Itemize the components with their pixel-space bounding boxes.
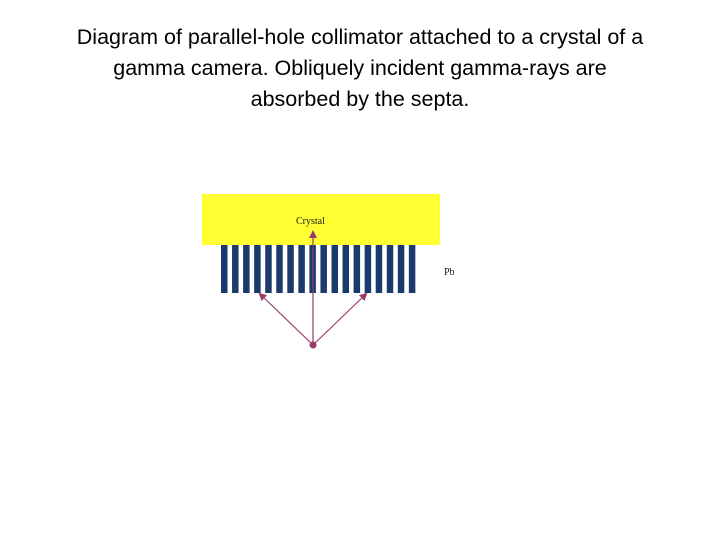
septum-bar <box>386 245 394 293</box>
slide-title-line-1: Diagram of parallel-hole collimator atta… <box>76 25 644 49</box>
septum-bar <box>353 245 361 293</box>
collimator-septa <box>221 245 416 293</box>
gamma-source-point <box>309 341 317 349</box>
septum-bar <box>320 245 327 293</box>
septum-bar <box>221 245 228 293</box>
septum-bar <box>287 245 294 293</box>
septum-bar <box>276 245 283 293</box>
septum-bar <box>408 245 416 293</box>
crystal-label: Crystal <box>296 216 325 227</box>
septum-bar <box>397 245 405 293</box>
septum-bar <box>243 245 250 293</box>
septum-bar <box>254 245 261 293</box>
septum-bar <box>364 245 372 293</box>
slide-title: Diagram of parallel-hole collimator atta… <box>20 22 700 115</box>
crystal-block <box>202 194 440 245</box>
septum-bar <box>342 245 350 293</box>
septum-bar <box>232 245 239 293</box>
pb-label: Pb <box>444 267 455 278</box>
septum-bar <box>375 245 383 293</box>
slide-title-line-3: absorbed by the septa. <box>250 87 470 111</box>
septum-bar <box>331 245 338 293</box>
septum-bar <box>265 245 272 293</box>
oblique-ray-left <box>258 292 314 346</box>
septum-bar <box>298 245 305 293</box>
slide-title-line-2: gamma camera. Obliquely incident gamma-r… <box>113 56 607 80</box>
oblique-ray-right <box>312 292 368 346</box>
